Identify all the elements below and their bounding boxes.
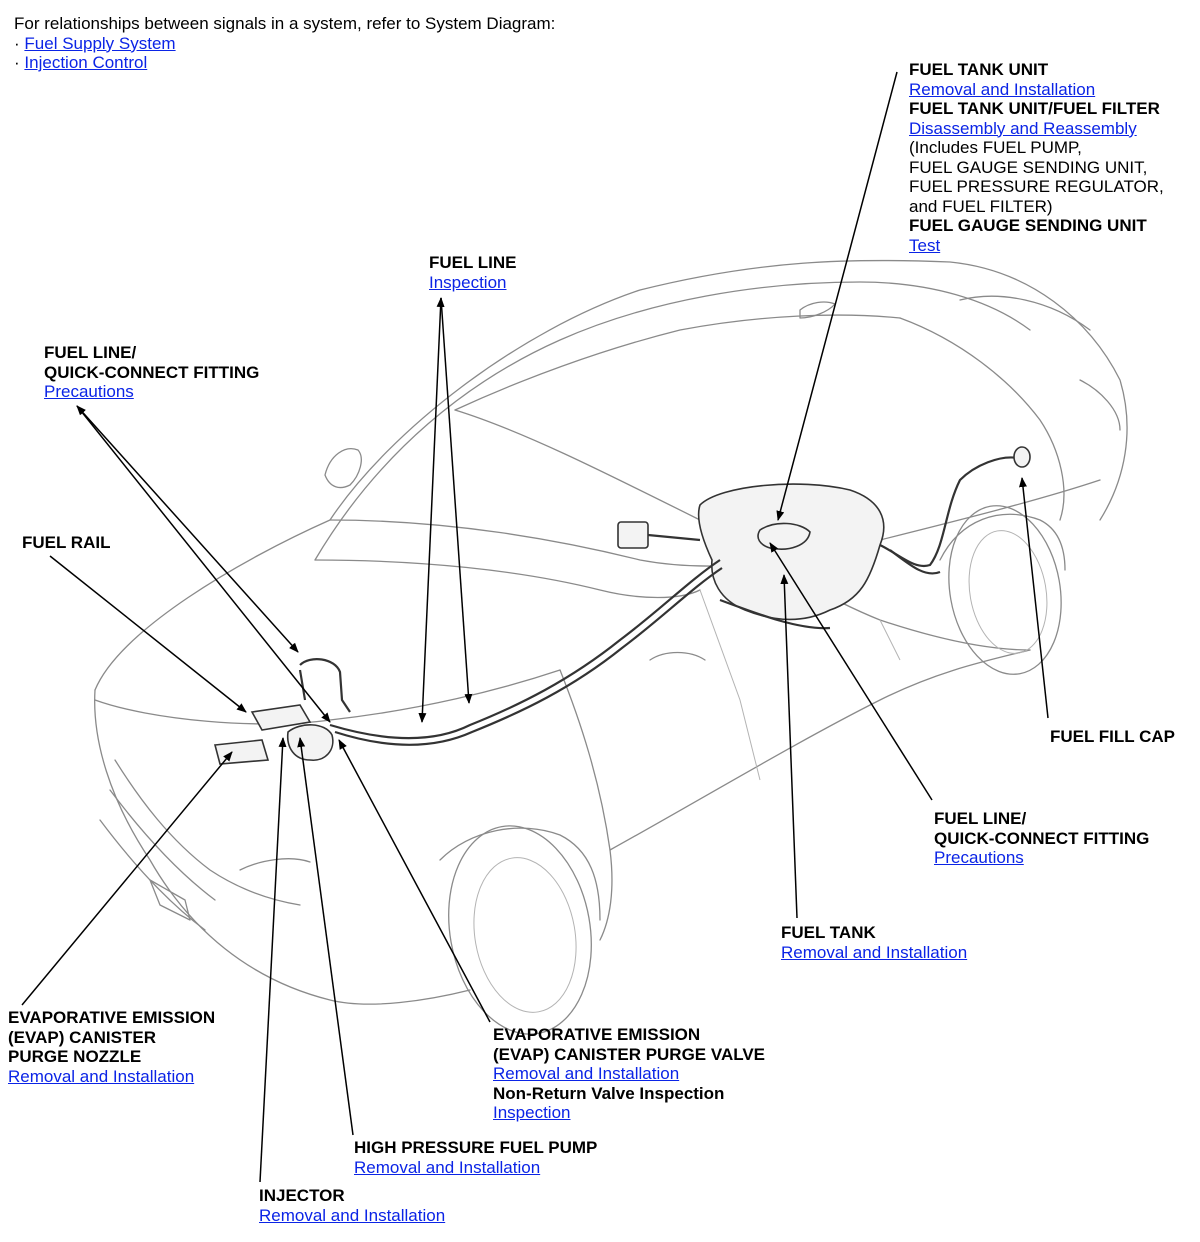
- injection-control-link[interactable]: Injection Control: [24, 53, 148, 72]
- quick-connect-rear-title-2: QUICK-CONNECT FITTING: [934, 828, 1150, 848]
- non-return-valve-title: Non-Return Valve Inspection: [493, 1083, 725, 1103]
- injector-callout: INJECTOR Removal and Installation: [259, 1186, 445, 1225]
- leader-quick-connect-front-1: [76, 405, 299, 653]
- evap-valve-callout: EVAPORATIVE EMISSION (EVAP) CANISTER PUR…: [493, 1025, 765, 1123]
- evap-valve-removal-link[interactable]: Removal and Installation: [493, 1064, 680, 1083]
- fuel-tank-unit-disassembly-link[interactable]: Disassembly and Reassembly: [909, 118, 1137, 138]
- leader-fuel-tank: [780, 574, 798, 919]
- leader-fuel-tank-unit: [776, 71, 898, 521]
- fuel-rail-callout: FUEL RAIL: [22, 533, 110, 553]
- quick-connect-front-callout: FUEL LINE/ QUICK-CONNECT FITTING Precaut…: [44, 343, 259, 402]
- bullet-glyph: ·: [14, 33, 20, 53]
- leader-injector: [259, 737, 287, 1183]
- hp-pump-callout: HIGH PRESSURE FUEL PUMP Removal and Inst…: [354, 1138, 597, 1177]
- leader-fuel-fill-cap: [1018, 477, 1049, 719]
- fuel-tank-callout: FUEL TANK Removal and Installation: [781, 923, 967, 962]
- quick-connect-rear-callout: FUEL LINE/ QUICK-CONNECT FITTING Precaut…: [934, 809, 1149, 868]
- leader-evap-valve: [338, 739, 491, 1023]
- quick-connect-front-title-1: FUEL LINE/: [44, 343, 137, 362]
- hp-pump-title: HIGH PRESSURE FUEL PUMP: [354, 1138, 598, 1157]
- intro-text: For relationships between signals in a s…: [14, 14, 556, 33]
- fuel-tank-unit-title: FUEL TANK UNIT: [909, 60, 1049, 79]
- fuel-gauge-test-link[interactable]: Test: [909, 235, 941, 255]
- evap-nozzle-title-2: (EVAP) CANISTER: [8, 1027, 156, 1047]
- fuel-rail-title: FUEL RAIL: [22, 533, 111, 552]
- fuel-tank-unit-note-4: and FUEL FILTER): [909, 196, 1053, 216]
- intro-bullet-row-1: · Fuel Supply System: [14, 34, 555, 54]
- leader-lines: [21, 71, 1049, 1183]
- leader-hp-pump: [297, 737, 354, 1136]
- fuel-tank-unit-removal-link[interactable]: Removal and Installation: [909, 79, 1096, 99]
- fuel-tank-removal-link[interactable]: Removal and Installation: [781, 942, 968, 962]
- injector-title: INJECTOR: [259, 1186, 345, 1205]
- fuel-tank-title: FUEL TANK: [781, 923, 876, 942]
- quick-connect-front-title-2: QUICK-CONNECT FITTING: [44, 362, 260, 382]
- system-diagram-intro: For relationships between signals in a s…: [14, 14, 555, 73]
- quick-connect-front-precautions-link[interactable]: Precautions: [44, 382, 134, 401]
- fuel-fill-cap-callout: FUEL FILL CAP: [1050, 727, 1175, 747]
- fuel-tank-unit-note-3: FUEL PRESSURE REGULATOR,: [909, 177, 1164, 196]
- fuel-line-callout: FUEL LINE Inspection: [429, 253, 517, 292]
- leader-fuel-line-2: [440, 297, 473, 704]
- leader-quick-connect-rear: [769, 542, 933, 801]
- evap-nozzle-title-1: EVAPORATIVE EMISSION: [8, 1008, 216, 1027]
- evap-valve-title-1: EVAPORATIVE EMISSION: [493, 1025, 701, 1044]
- leader-evap-nozzle: [21, 751, 233, 1006]
- fuel-tank-unit-note-2: FUEL GAUGE SENDING UNIT,: [909, 157, 1148, 177]
- fuel-fill-cap-title: FUEL FILL CAP: [1050, 727, 1175, 746]
- non-return-valve-inspection-link[interactable]: Inspection: [493, 1103, 571, 1122]
- fuel-line-inspection-link[interactable]: Inspection: [429, 272, 507, 292]
- leader-fuel-rail: [49, 555, 247, 713]
- intro-bullet-row-2: · Injection Control: [14, 53, 555, 73]
- evap-nozzle-removal-link[interactable]: Removal and Installation: [8, 1066, 195, 1086]
- bullet-glyph: ·: [14, 53, 20, 72]
- car-body-outline: [94, 259, 1128, 1035]
- leader-fuel-line-1: [418, 297, 445, 723]
- hp-pump-removal-link[interactable]: Removal and Installation: [354, 1157, 541, 1177]
- evap-nozzle-title-3: PURGE NOZZLE: [8, 1047, 142, 1066]
- fuel-tank-unit-filter-title: FUEL TANK UNIT/FUEL FILTER: [909, 99, 1160, 118]
- fuel-tank-unit-note-1: (Includes FUEL PUMP,: [909, 138, 1082, 157]
- fuel-line-title: FUEL LINE: [429, 253, 517, 272]
- quick-connect-rear-title-1: FUEL LINE/: [934, 809, 1027, 828]
- evap-valve-title-2: (EVAP) CANISTER PURGE VALVE: [493, 1044, 766, 1064]
- leader-quick-connect-front-2: [76, 405, 331, 723]
- quick-connect-rear-precautions-link[interactable]: Precautions: [934, 848, 1024, 867]
- evap-nozzle-callout: EVAPORATIVE EMISSION (EVAP) CANISTER PUR…: [8, 1008, 215, 1086]
- fuel-tank-unit-callout: FUEL TANK UNIT Removal and Installation …: [909, 60, 1164, 255]
- fuel-gauge-sending-unit-title: FUEL GAUGE SENDING UNIT: [909, 216, 1147, 235]
- injector-removal-link[interactable]: Removal and Installation: [259, 1205, 446, 1225]
- fuel-system-components: [213, 446, 1031, 765]
- fuel-supply-system-link[interactable]: Fuel Supply System: [24, 33, 176, 53]
